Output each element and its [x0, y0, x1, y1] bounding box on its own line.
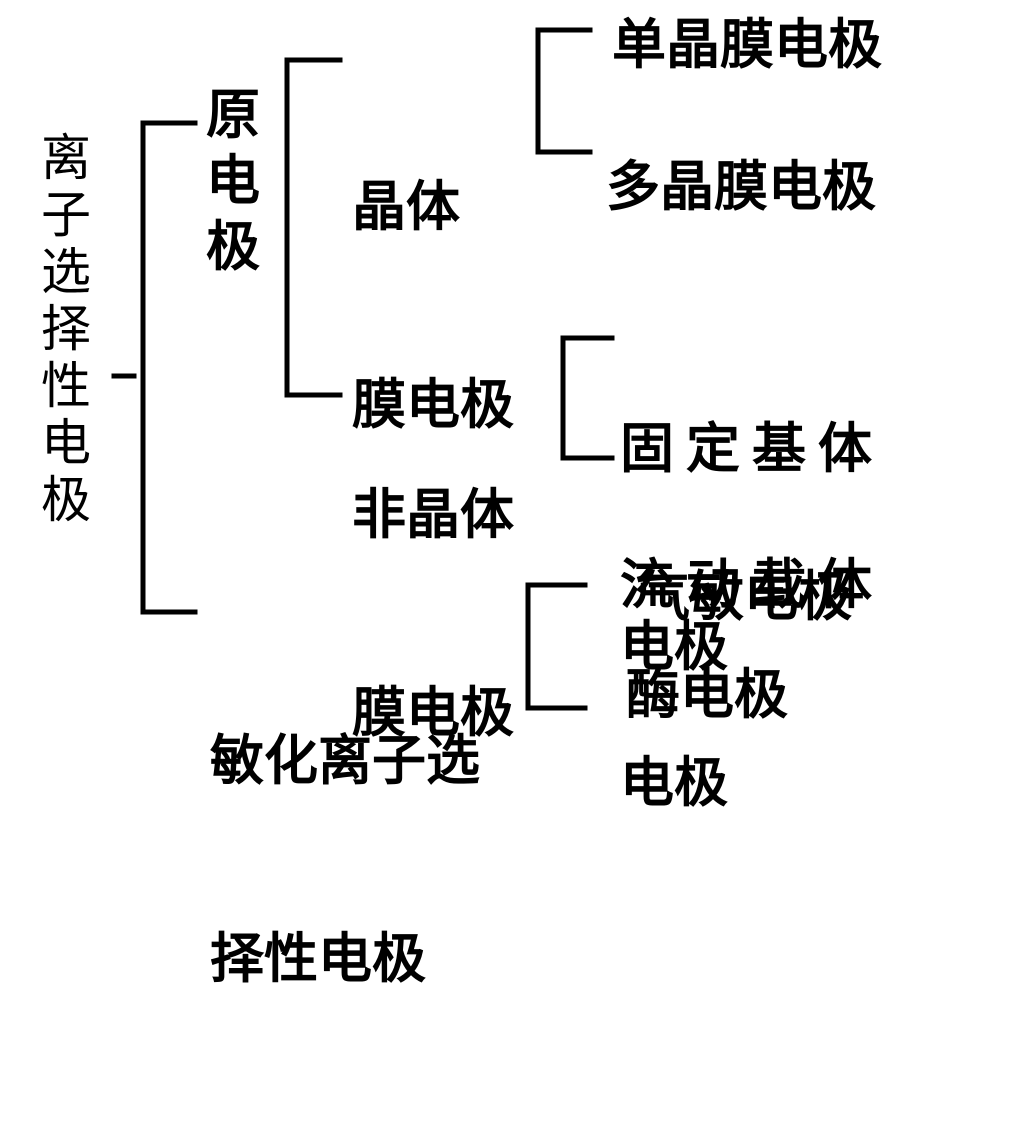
- primary-bracket: [284, 57, 343, 398]
- rigid-matrix-line-2: 电极: [620, 615, 728, 678]
- classification-diagram: 离子选择性电极 原电极 敏化离子选 择性电极 晶体 膜电极 非晶体 膜电极 单晶…: [41, 13, 884, 990]
- sensitized-bracket: [525, 582, 588, 711]
- bracket-connectors: [111, 27, 615, 711]
- root-bracket: [140, 120, 198, 615]
- primary-electrode-label: 原电极: [206, 83, 260, 278]
- single-crystal-label: 单晶膜电极: [612, 13, 882, 76]
- crystal-line-2: 膜电极: [352, 373, 514, 436]
- rigid-matrix-label: 固定基体 电极: [620, 284, 884, 812]
- noncrystal-line-2: 膜电极: [352, 681, 514, 744]
- noncrystal-membrane-label: 非晶体 膜电极: [352, 350, 514, 878]
- noncrystal-bracket: [560, 335, 615, 461]
- mobile-carrier-line-2: 电极: [620, 751, 728, 814]
- crystal-bracket: [535, 27, 593, 155]
- enzyme-electrode-label: 酶电极: [626, 663, 788, 726]
- crystal-membrane-label: 晶体 膜电极: [352, 42, 514, 570]
- noncrystal-line-1: 非晶体: [352, 483, 514, 546]
- crystal-line-1: 晶体: [352, 175, 460, 238]
- sensitized-line-2: 择性电极: [210, 927, 426, 990]
- rigid-matrix-line-1: 固定基体: [620, 417, 884, 480]
- polycrystal-label: 多晶膜电极: [606, 155, 876, 218]
- mobile-carrier-line-1: 流动载体: [620, 553, 884, 616]
- gas-sensing-label: 气敏电极: [636, 565, 852, 628]
- root-label: 离子选择性电极: [41, 129, 91, 529]
